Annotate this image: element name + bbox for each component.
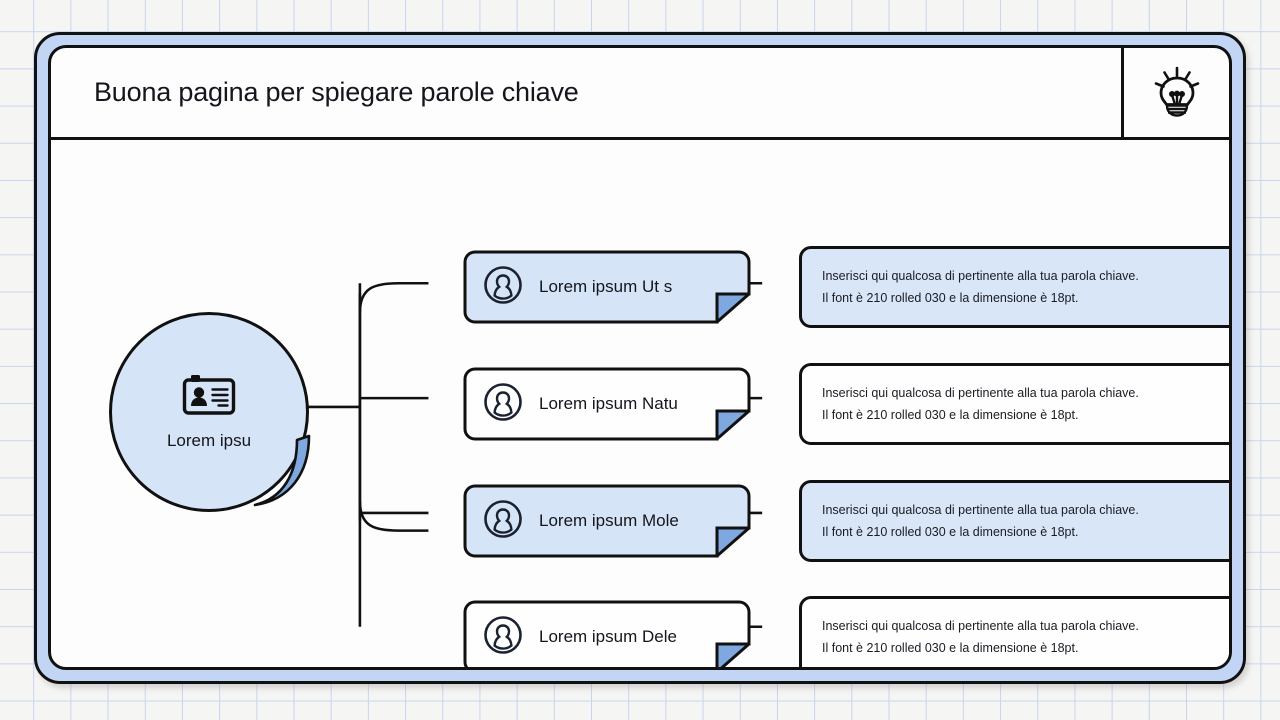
- diagram-area: Lorem ipsu: [51, 140, 1229, 667]
- description-line: Inserisci qui qualcosa di pertinente all…: [822, 503, 1139, 517]
- description-line: Inserisci qui qualcosa di pertinente all…: [822, 386, 1139, 400]
- description-line: Il font è 210 rolled 030 e la dimensione…: [822, 408, 1079, 422]
- slide-inner-panel: Buona pagina per spiegare parole chiave: [48, 45, 1232, 670]
- description-line: Inserisci qui qualcosa di pertinente all…: [822, 269, 1139, 283]
- slide-header: Buona pagina per spiegare parole chiave: [51, 48, 1229, 140]
- description-box[interactable]: Inserisci qui qualcosa di pertinente all…: [799, 363, 1229, 445]
- keyword-card-shape: [463, 367, 751, 441]
- description-line: Il font è 210 rolled 030 e la dimensione…: [822, 525, 1079, 539]
- keyword-card-label: Lorem ipsum Natu: [539, 394, 678, 413]
- keyword-card-shape: [463, 484, 751, 558]
- person-avatar-icon: [483, 382, 523, 427]
- person-avatar-icon: [483, 499, 523, 544]
- keyword-card-label: Lorem ipsum Dele: [539, 627, 677, 646]
- central-node-content: Lorem ipsu: [109, 312, 309, 512]
- keyword-card[interactable]: Lorem ipsum Mole: [463, 484, 751, 558]
- keyword-card-shape: [463, 600, 751, 667]
- keyword-card-content: Lorem ipsum Natu: [463, 367, 751, 441]
- keyword-card[interactable]: Lorem ipsum Ut s: [463, 250, 751, 324]
- lightbulb-icon: [1146, 59, 1208, 126]
- keyword-card-shape: [463, 250, 751, 324]
- description-line: Il font è 210 rolled 030 e la dimensione…: [822, 291, 1079, 305]
- keyword-card[interactable]: Lorem ipsum Natu: [463, 367, 751, 441]
- id-badge-icon: [182, 374, 236, 421]
- keyword-card[interactable]: Lorem ipsum Dele: [463, 600, 751, 667]
- central-node-label: Lorem ipsu: [166, 430, 252, 450]
- page-title: Buona pagina per spiegare parole chiave: [94, 77, 579, 107]
- description-line: Il font è 210 rolled 030 e la dimensione…: [822, 641, 1079, 655]
- header-icon-cell: [1121, 48, 1229, 137]
- description-box[interactable]: Inserisci qui qualcosa di pertinente all…: [799, 596, 1229, 667]
- slide-frame: Buona pagina per spiegare parole chiave: [34, 32, 1246, 684]
- person-avatar-icon: [483, 265, 523, 310]
- keyword-card-label: Lorem ipsum Ut s: [539, 277, 673, 296]
- keyword-card-content: Lorem ipsum Ut s: [463, 250, 751, 324]
- description-box[interactable]: Inserisci qui qualcosa di pertinente all…: [799, 246, 1229, 328]
- keyword-card-content: Lorem ipsum Dele: [463, 600, 751, 667]
- description-line: Inserisci qui qualcosa di pertinente all…: [822, 619, 1139, 633]
- keyword-card-label: Lorem ipsum Mole: [539, 511, 679, 530]
- keyword-card-content: Lorem ipsum Mole: [463, 484, 751, 558]
- description-box[interactable]: Inserisci qui qualcosa di pertinente all…: [799, 480, 1229, 562]
- person-avatar-icon: [483, 615, 523, 660]
- central-node[interactable]: Lorem ipsu: [109, 312, 311, 512]
